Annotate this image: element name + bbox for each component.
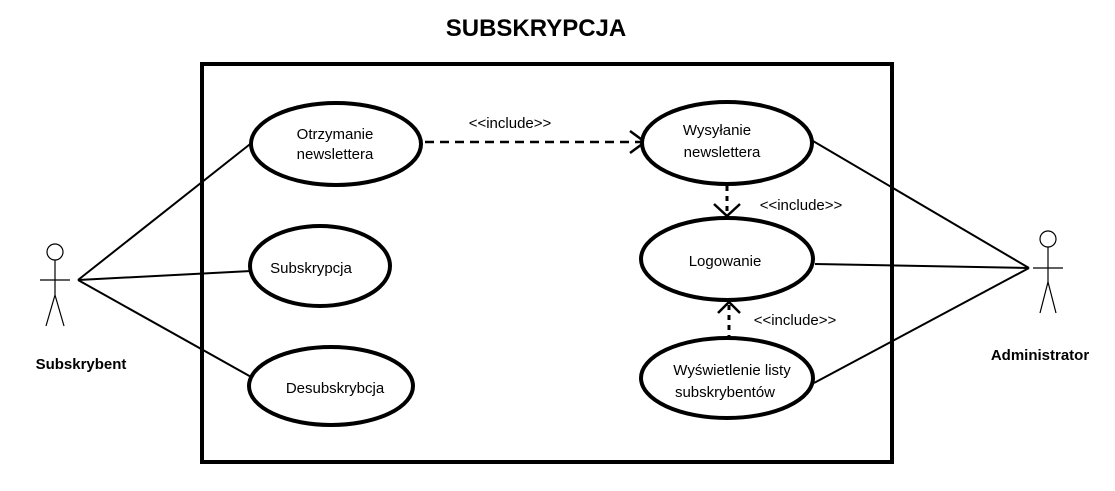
use-case-receive-newsletter[interactable]: Otrzymanie newslettera [249,101,423,187]
assoc-subscriber-receive [77,140,255,281]
diagram-title: SUBSKRYPCJA [446,15,626,42]
use-case-subscribe[interactable]: Subskrypcja [248,224,392,308]
use-case-show-subscribers[interactable]: Wyświetlenie listy subskrybentów [639,336,815,420]
actor-admin-icon[interactable] [1033,230,1063,314]
use-case-receive-newsletter-line1: Otrzymanie [297,126,374,143]
use-case-subscribe-line1: Subskrypcja [270,260,352,277]
use-case-send-newsletter-line2: newslettera [684,144,761,161]
include-label-send-login: <<include>> [760,197,843,214]
use-case-show-subscribers-line1: Wyświetlenie listy [673,362,791,379]
use-case-receive-newsletter-line2: newslettera [297,146,374,163]
actor-subscriber-label: Subskrybent [36,356,127,373]
include-list-login [717,300,741,340]
include-send-login [713,186,741,218]
assoc-subscriber-subscribe [77,270,252,281]
assoc-admin-list [813,267,1030,384]
use-case-login-line1: Logowanie [689,253,762,270]
include-label-receive-send: <<include>> [469,115,552,132]
use-case-send-newsletter[interactable]: Wysyłanie newslettera [640,100,814,186]
actor-admin-label: Administrator [991,347,1090,364]
include-label-list-login: <<include>> [754,312,837,329]
include-receive-send [425,129,648,155]
subscriber-associations [77,140,255,379]
assoc-subscriber-unsubscribe [77,279,254,379]
assoc-admin-send [812,140,1030,269]
assoc-admin-login [814,263,1030,269]
use-case-unsubscribe-line1: Desubskrybcja [286,380,385,397]
use-case-login[interactable]: Logowanie [639,216,815,302]
admin-associations [812,140,1030,384]
use-case-show-subscribers-line2: subskrybentów [675,384,775,401]
actor-subscriber-icon[interactable] [40,243,70,327]
system-boundary [200,62,894,464]
use-case-unsubscribe[interactable]: Desubskrybcja [247,345,415,427]
use-case-send-newsletter-line1: Wysyłanie [683,122,751,139]
